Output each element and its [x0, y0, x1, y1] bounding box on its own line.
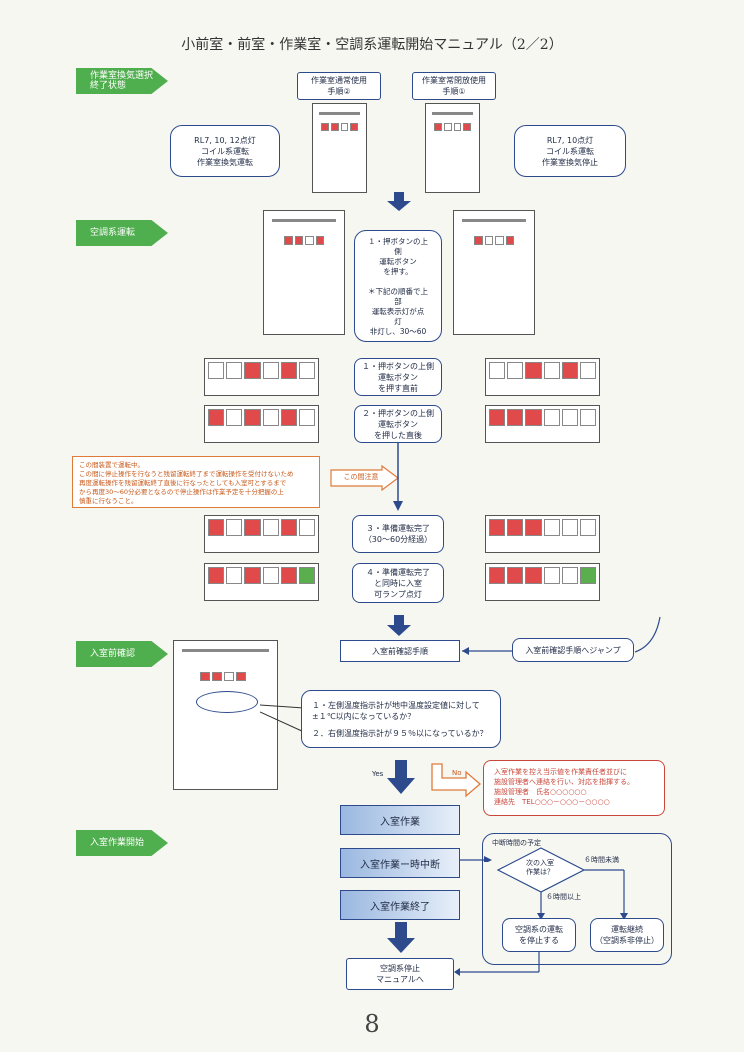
down-arrow-icon: [387, 922, 415, 953]
aircon-stop-manual-box: 空調系停止 マニュアルへ: [346, 958, 454, 990]
status-strip-l3: [204, 515, 319, 553]
decision-diagram-icon: [496, 847, 628, 920]
step3-box: ３・準備運転完了 （30〜60分経過）: [352, 515, 444, 553]
decision-text: 次の入室 作業は？: [526, 859, 554, 876]
aircon-panel-right: [453, 210, 535, 335]
precheck-panel: [173, 640, 278, 790]
plan-connector-icon: [460, 856, 492, 862]
page-title: 小前室・前室・作業室・空調系運転開始マニュアル（2／2）: [181, 37, 563, 53]
precheck-jump-box: 入室前確認手順へジャンプ: [512, 638, 634, 662]
state-box-left: RL7, 10, 12点灯 コイル系運転 作業室換気運転: [170, 125, 280, 177]
ge6-label: ６時間以上: [546, 893, 581, 901]
status-strip-r2: [485, 405, 600, 443]
step2-box: ２・押ボタンの上側 運転ボタン を押した直後: [354, 405, 442, 443]
yes-arrow-icon: [387, 760, 415, 794]
section-tag-aircon: 空調系運転: [76, 220, 168, 246]
pause-plan-group: [482, 833, 672, 965]
work-enter-box: 入室作業: [340, 805, 460, 835]
flow-line-icon: [393, 443, 403, 511]
work-end-box: 入室作業終了: [340, 890, 460, 920]
caution-arrow-icon: [330, 465, 399, 491]
step1-box: １・押ボタンの上側 運転ボタン を押す直前: [354, 358, 442, 396]
continue-aircon-box: 運転継続 （空調系非停止）: [590, 918, 664, 952]
lt6-label: ６時間未満: [584, 856, 619, 864]
down-arrow-icon: [387, 192, 411, 211]
caution-note: この間装置で運転中。 この間に停止操作を行なうと残留運転終了まで運転操作を受付け…: [72, 456, 320, 508]
section-tag-work-start: 入室作業開始: [76, 830, 168, 856]
page-number: 8: [364, 1010, 380, 1038]
status-strip-l1: [204, 358, 319, 396]
aircon-instruction-box: １・押ボタンの上 側 運転ボタン を押す。 ＊下記の順番で上 部 運転表示灯が点…: [354, 230, 442, 342]
aircon-panel-left: [263, 210, 345, 335]
yes-label: Yes: [372, 770, 384, 778]
section-tag-precheck: 入室前確認: [76, 641, 168, 667]
no-label: No: [452, 769, 462, 777]
procedure-box-normal: 作業室通常使用 手順②: [297, 72, 381, 100]
status-strip-l4: [204, 563, 319, 601]
no-arrow-icon: [431, 763, 481, 798]
procedure-box-closed: 作業室常閉放使用 手順①: [412, 72, 496, 100]
status-strip-r3: [485, 515, 600, 553]
jump-arrow-icon: [462, 616, 661, 655]
stop-aircon-box: 空調系の運転 を停止する: [502, 918, 576, 952]
question-1: １・左側温度指示計が地中温度設定値に対して ±１℃以内になっているか？: [312, 700, 480, 721]
precheck-question-box: １・左側温度指示計が地中温度設定値に対して ±１℃以内になっているか？ ２．右側…: [301, 690, 501, 748]
plan-label: 中断時間の予定: [492, 839, 541, 847]
status-strip-r1: [485, 358, 600, 396]
status-strip-r4: [485, 563, 600, 601]
status-strip-l2: [204, 405, 319, 443]
caution-label: この間注意: [343, 473, 379, 481]
section-tag-ventilation: 作業室換気選択 終了状態: [76, 68, 168, 94]
return-arrow-icon: [454, 952, 540, 976]
control-panel-thumb-left: [312, 103, 367, 193]
work-pause-box: 入室作業ー時中断: [340, 848, 460, 878]
step4-box: ４・準備運転完了 と同時に入室 可ランプ点灯: [352, 563, 444, 603]
down-arrow-icon: [387, 615, 411, 636]
no-action-note: 入室作業を控え当示値を作業責任者並びに 施設管理者へ連絡を行い、対応を指揮する。…: [483, 760, 665, 816]
question-2: ２．右側温度指示計が９５％以になっているか？: [312, 728, 488, 738]
control-panel-thumb-right: [425, 103, 480, 193]
precheck-step-box: 入室前確認手順: [340, 640, 460, 662]
state-box-right: RL7, 10点灯 コイル系運転 作業室換気停止: [514, 125, 626, 177]
